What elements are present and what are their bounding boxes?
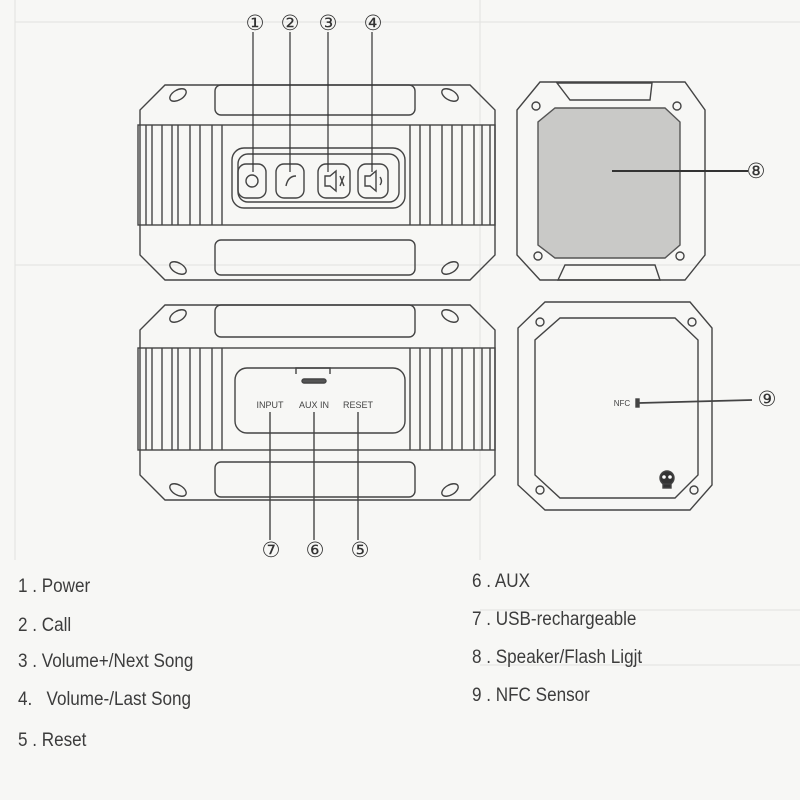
speaker-front-view [137, 84, 496, 281]
port-label-input: INPUT [257, 400, 285, 410]
callout-8: ⑧ [747, 160, 766, 183]
speaker-grille-view [516, 81, 748, 281]
callout-7: ⑦ [262, 539, 281, 562]
legend-item-volume-down: 4. Volume-/Last Song [18, 689, 192, 710]
nfc-label: NFC [614, 399, 631, 408]
callout-4: ④ [364, 12, 383, 35]
legend-item-usb: 7 . USB-rechargeable [472, 609, 637, 630]
legend-item-power: 1 . Power [18, 576, 91, 597]
speaker-volume-icon [364, 169, 383, 193]
callout-3: ③ [319, 12, 338, 35]
callout-lines [252, 32, 373, 172]
phone-icon [285, 175, 297, 187]
callout-1: ① [246, 12, 265, 35]
volume-up-button[interactable] [317, 163, 351, 199]
legend-item-call: 2 . Call [18, 615, 72, 636]
power-icon [245, 174, 259, 188]
callout-9: ⑨ [758, 388, 777, 411]
legend-item-nfc: 9 . NFC Sensor [472, 685, 590, 706]
speaker-mute-icon [324, 169, 345, 193]
port-label-aux-in: AUX IN [299, 400, 329, 410]
callout-6: ⑥ [306, 539, 325, 562]
callout-5: ⑤ [351, 539, 370, 562]
volume-down-button[interactable] [357, 163, 389, 199]
speaker-nfc-view [517, 301, 753, 511]
port-label-reset: RESET [343, 400, 374, 410]
speaker-back-view [137, 304, 496, 540]
legend-item-speaker: 8 . Speaker/Flash Ligjt [472, 647, 643, 668]
background-table-lines [14, 0, 800, 666]
legend-item-aux: 6 . AUX [472, 571, 530, 592]
power-button[interactable] [237, 163, 267, 199]
legend-item-volume-up: 3 . Volume+/Next Song [18, 651, 194, 672]
skull-logo-icon [659, 470, 675, 489]
callout-2: ② [281, 12, 300, 35]
legend-item-reset: 5 . Reset [18, 730, 87, 751]
